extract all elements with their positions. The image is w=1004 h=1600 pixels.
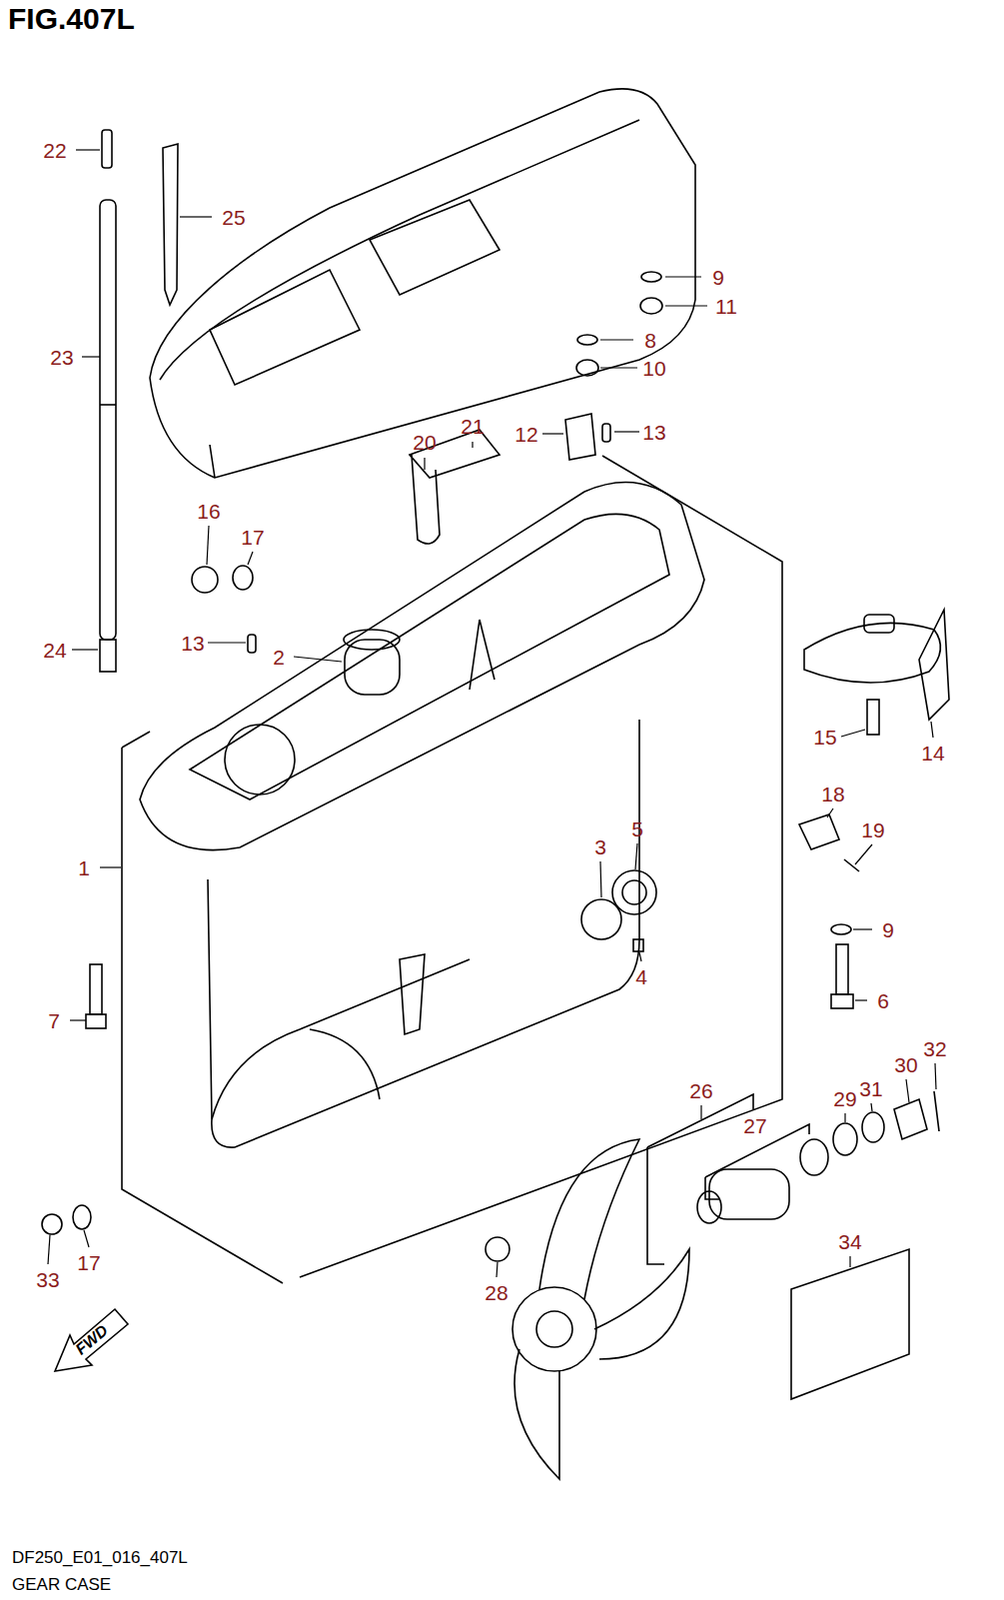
callout-number: 11: [715, 295, 738, 317]
callout-number: 2: [272, 646, 285, 668]
callout-number: 9: [712, 266, 725, 288]
callout-number: 14: [921, 742, 945, 764]
callout-number: 24: [42, 639, 66, 661]
callout-number: 34: [838, 1230, 862, 1252]
callout-number: 6: [877, 990, 890, 1011]
callout-number: 1: [77, 857, 90, 879]
callout-number: 16: [196, 500, 220, 522]
callout-number: 13: [642, 421, 666, 443]
callout-number: 9: [882, 919, 895, 941]
callout-number: 13: [180, 632, 204, 654]
callout-number: 17: [240, 526, 264, 548]
callout-number: 15: [813, 726, 837, 748]
figure-code: DF250_E01_016_407L: [11, 1548, 188, 1566]
figure-caption: GEAR CASE: [11, 1574, 111, 1595]
callout-number: 8: [644, 329, 657, 351]
callout-number: 32: [923, 1037, 947, 1059]
callout-number: 18: [821, 783, 845, 805]
callout-number: 17: [76, 1251, 100, 1273]
callout-number: 10: [642, 357, 666, 379]
callout-number: 20: [412, 431, 436, 453]
callout-number: 12: [514, 423, 538, 445]
callout-number: 29: [833, 1087, 857, 1109]
callout-number: 21: [460, 415, 484, 437]
callout-number: 26: [689, 1079, 713, 1101]
callout-number: 5: [631, 818, 644, 840]
callout-number: 27: [743, 1114, 767, 1136]
callout-number: 3: [594, 836, 607, 858]
figure-title: FIG.407L: [7, 1, 135, 36]
callout-number: 28: [484, 1281, 508, 1303]
callout-number: 31: [859, 1077, 883, 1099]
callout-number: 7: [47, 1009, 60, 1031]
callout-number: 22: [42, 139, 66, 161]
callout-number: 33: [35, 1268, 59, 1290]
callout-number: 25: [221, 206, 245, 228]
callout-number: 4: [635, 966, 648, 988]
callout-number: 19: [861, 819, 885, 841]
callout-number: 30: [894, 1053, 918, 1075]
callout-number: 23: [49, 346, 73, 368]
